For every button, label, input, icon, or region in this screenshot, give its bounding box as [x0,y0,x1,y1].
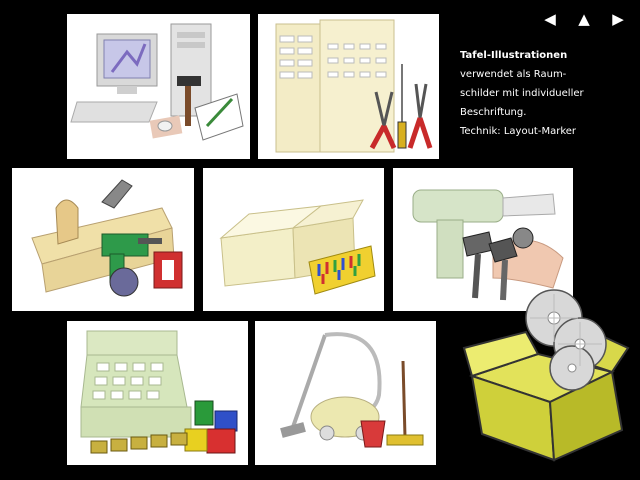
description-title: Tafel-Illustrationen [460,50,568,61]
prev-arrow-icon[interactable]: ◀ [544,10,556,28]
description-line-3: Beschriftung. [460,107,527,118]
open-box-pegboard-icon [219,199,376,295]
tool-cabinet-icon [275,19,433,153]
up-arrow-icon[interactable]: ▲ [578,10,590,28]
illustration-vacuum-thumbnail[interactable] [255,321,436,465]
computer-workstation-icon [70,23,244,141]
box-with-saw-blades-illustration [462,284,632,470]
glue-gun-bolts-icon [412,189,564,301]
illustration-woodworking-thumbnail[interactable] [12,168,194,311]
illustration-glue-gun-thumbnail[interactable] [393,168,573,311]
vacuum-cleaner-icon [280,332,424,448]
description-line-4: Technik: Layout-Marker [460,126,577,137]
illustration-box-thumbnail[interactable] [203,168,384,311]
illustration-tool-cabinet-thumbnail[interactable] [258,14,439,159]
illustration-computer-thumbnail[interactable] [67,14,250,159]
description-panel: Tafel-Illustrationen verwendet als Raum-… [460,46,632,141]
box-saw-blades-icon [462,289,630,462]
illustration-cash-register-thumbnail[interactable] [67,321,248,465]
cash-register-toys-icon [80,330,238,454]
next-arrow-icon[interactable]: ▶ [612,10,624,28]
description-line-1: verwendet als Raum- [460,69,567,80]
description-line-2: schilder mit individueller [460,88,584,99]
navigation-bar: ◀ ▲ ▶ [538,10,630,28]
woodworking-drill-icon [31,179,183,297]
